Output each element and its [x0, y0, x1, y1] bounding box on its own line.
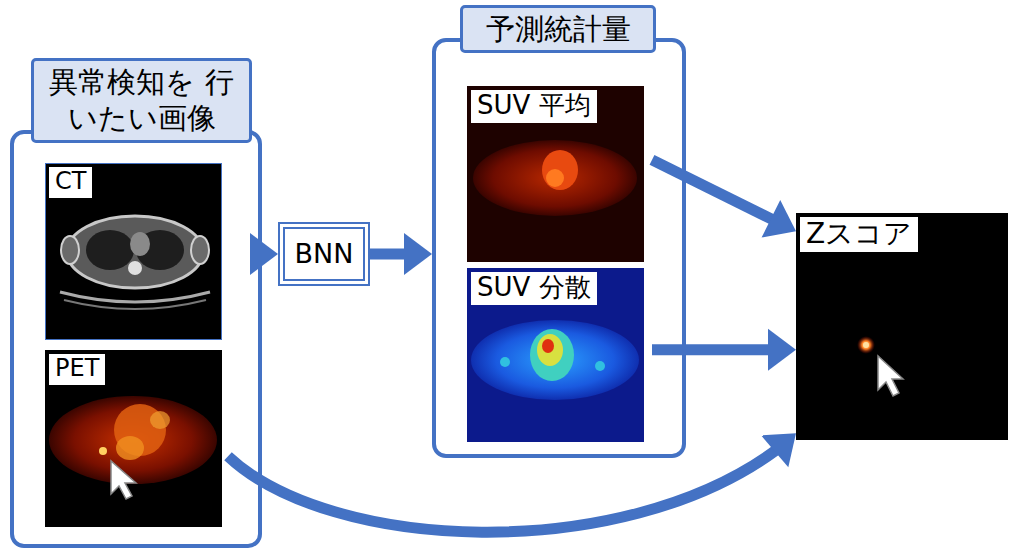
arrow-head	[250, 233, 278, 275]
image-label: PET	[49, 354, 105, 385]
suv-mean-image	[467, 86, 644, 262]
flow-arrow	[370, 233, 432, 275]
pet-panel: PET	[45, 350, 222, 527]
ct-panel: CT	[45, 163, 222, 340]
process-label: BNN	[295, 239, 354, 269]
z-score-image	[796, 213, 1008, 440]
z-score-panel: Zスコア	[796, 213, 1008, 440]
flow-arrow	[652, 329, 796, 371]
flow-arrow	[228, 433, 796, 532]
arrow-head	[404, 233, 432, 275]
suv-variance-image	[467, 268, 644, 442]
statistics-group-box: 予測統計量SUV 平均SUV 分散	[432, 38, 686, 458]
cursor-icon	[878, 356, 903, 396]
pet-image	[45, 350, 222, 527]
arrow-shaft	[228, 450, 776, 532]
arrow-head	[768, 329, 796, 371]
arrow-head	[761, 433, 796, 467]
group-heading-tab: 異常検知を 行いたい画像	[31, 58, 252, 143]
arrow-shaft	[652, 344, 770, 355]
cursor-icon	[111, 461, 136, 499]
arrow-shaft	[652, 160, 773, 220]
arrow-head	[762, 200, 796, 238]
suv-mean-panel: SUV 平均	[467, 86, 644, 262]
group-heading-tab: 予測統計量	[460, 5, 656, 53]
image-label: SUV 分散	[471, 272, 597, 305]
flow-arrow	[652, 160, 796, 238]
flow-arrow	[250, 233, 278, 275]
image-label: Zスコア	[800, 217, 918, 252]
image-label: CT	[49, 167, 92, 198]
bnn-box: BNN	[278, 222, 370, 286]
arrow-shaft	[370, 249, 406, 260]
ct-image	[45, 163, 222, 340]
image-label: SUV 平均	[471, 90, 597, 123]
input-group-box: 異常検知を 行いたい画像CTPET	[10, 130, 262, 548]
suv-variance-panel: SUV 分散	[467, 268, 644, 442]
